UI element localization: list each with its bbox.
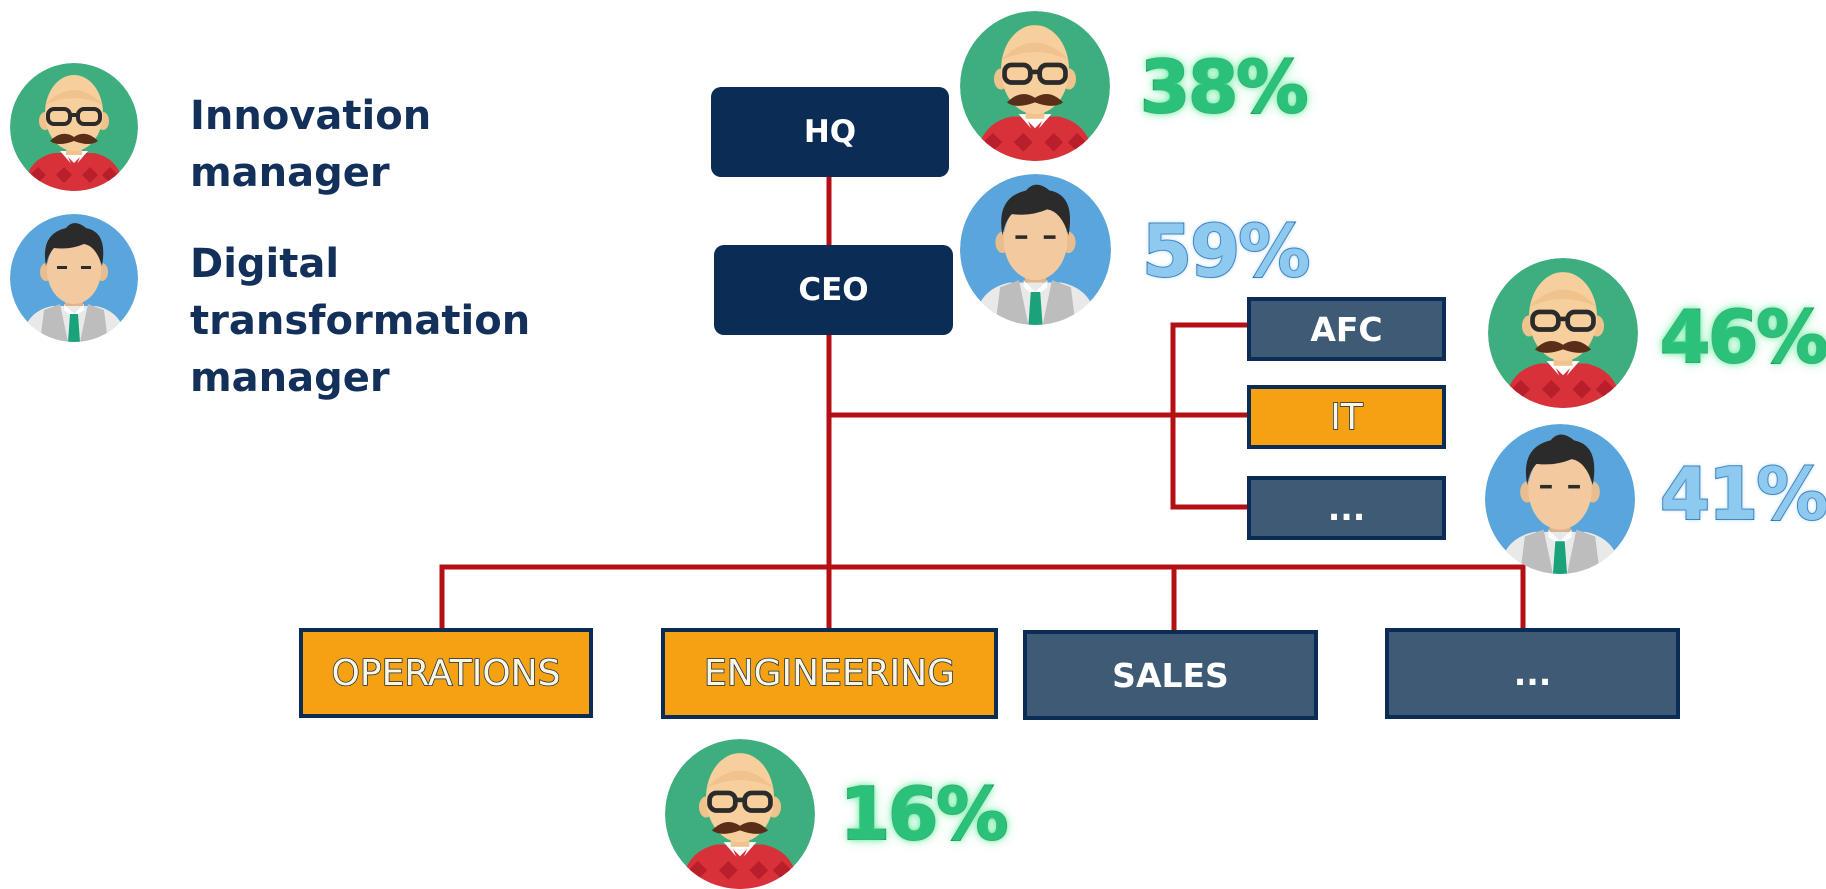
org-connectors xyxy=(439,173,1526,633)
it-innovation-percentage: 46% xyxy=(1659,294,1826,380)
hq-innovation-percentage: 38% xyxy=(1139,44,1309,130)
operations-box: OPERATIONS xyxy=(299,628,593,718)
legend-digital-line2: transformation xyxy=(190,298,531,344)
it-digital-manager-icon xyxy=(1485,424,1635,574)
ceo-box: CEO xyxy=(714,245,953,335)
legend-digital-label: Digital transformation manager xyxy=(190,236,530,407)
side-more-box: ... xyxy=(1247,476,1446,540)
ceo-digital-percentage: 59% xyxy=(1141,208,1311,294)
legend-innovation-line2: manager xyxy=(190,150,390,196)
bottom-more-box: ... xyxy=(1385,628,1680,719)
it-digital-percentage: 41% xyxy=(1659,451,1826,537)
it-box: IT xyxy=(1247,385,1446,449)
legend-innovation-label: Innovation manager xyxy=(190,88,431,202)
sales-box: SALES xyxy=(1023,630,1318,720)
afc-box: AFC xyxy=(1247,297,1446,361)
hq-innovation-manager-icon xyxy=(960,11,1110,161)
ceo-digital-manager-icon xyxy=(960,174,1111,325)
engineering-innovation-manager-icon xyxy=(665,739,815,889)
engineering-box: ENGINEERING xyxy=(661,628,998,719)
engineering-innovation-percentage: 16% xyxy=(839,771,1009,857)
legend-innovation-line1: Innovation xyxy=(190,93,432,139)
legend-digital-line3: manager xyxy=(190,355,390,401)
it-innovation-manager-icon xyxy=(1488,258,1638,408)
legend-digital-line1: Digital xyxy=(190,241,340,287)
hq-box: HQ xyxy=(711,87,949,177)
